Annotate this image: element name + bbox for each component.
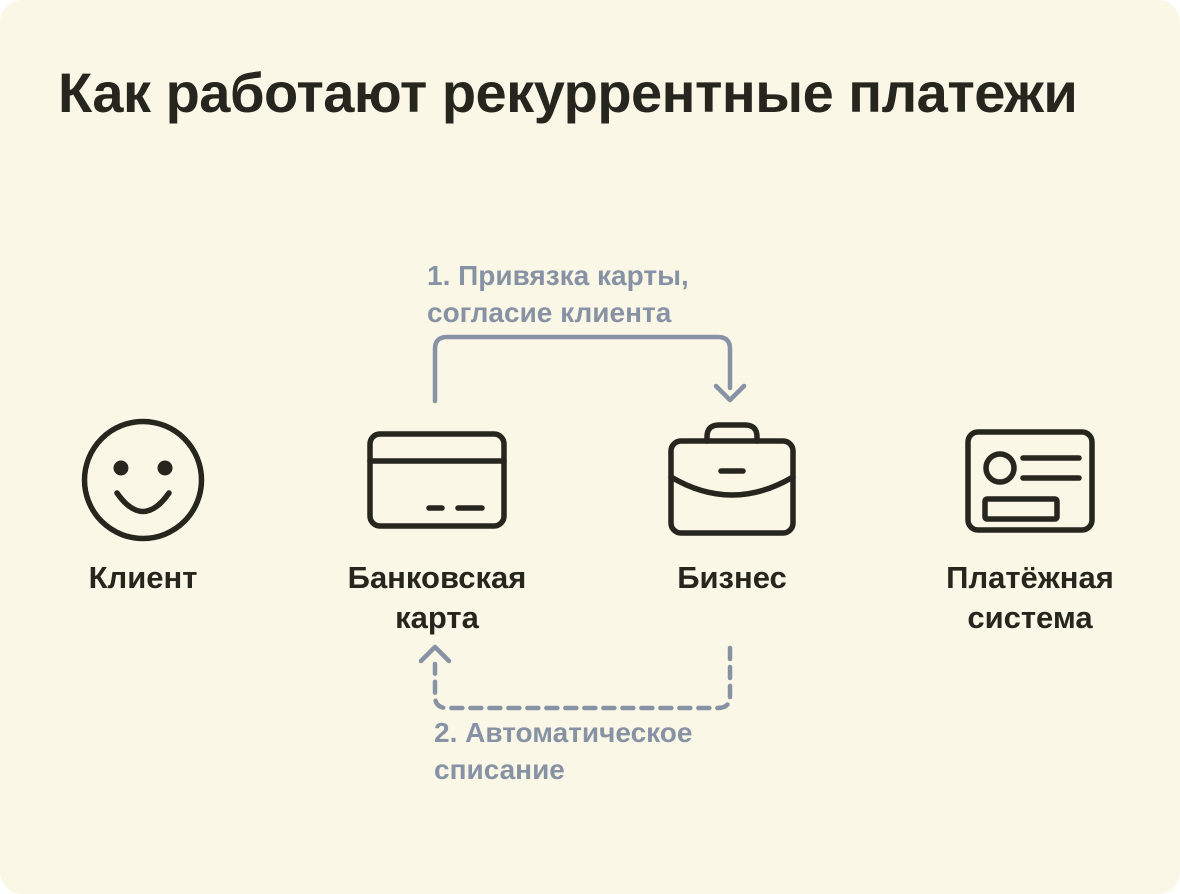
arrow-card-to-business <box>432 334 747 404</box>
page-title: Как работают рекуррентные платежи <box>58 61 1078 124</box>
entity-label-payment-system: Платёжная система <box>946 560 1114 635</box>
entity-label-business: Бизнес <box>677 560 787 595</box>
arrow-business-to-card <box>418 644 733 711</box>
client-icon-box <box>81 405 205 555</box>
bank-card-icon-box <box>367 405 507 555</box>
entity-label-client: Клиент <box>88 560 198 595</box>
entity-label-bank-card: Банковская карта <box>347 560 527 635</box>
bank-card-icon <box>367 431 507 529</box>
payment-system-icon <box>965 428 1095 533</box>
payment-system-icon-box <box>965 405 1095 555</box>
entity-business: Бизнес <box>612 405 852 598</box>
arrowhead-down-icon <box>713 383 747 403</box>
flow-label-auto-debit: 2. Автоматическое списание <box>434 717 693 785</box>
entity-payment-system: Платёжная система <box>910 405 1150 638</box>
entity-bank-card: Банковская карта <box>317 405 557 638</box>
smiley-face-icon <box>81 418 205 542</box>
flow-label-card-binding: 1. Привязка карты, согласие клиента <box>427 260 689 328</box>
business-icon-box <box>668 405 796 555</box>
entity-client: Клиент <box>23 405 263 598</box>
briefcase-icon <box>668 422 796 536</box>
arrowhead-up-icon <box>418 644 452 664</box>
